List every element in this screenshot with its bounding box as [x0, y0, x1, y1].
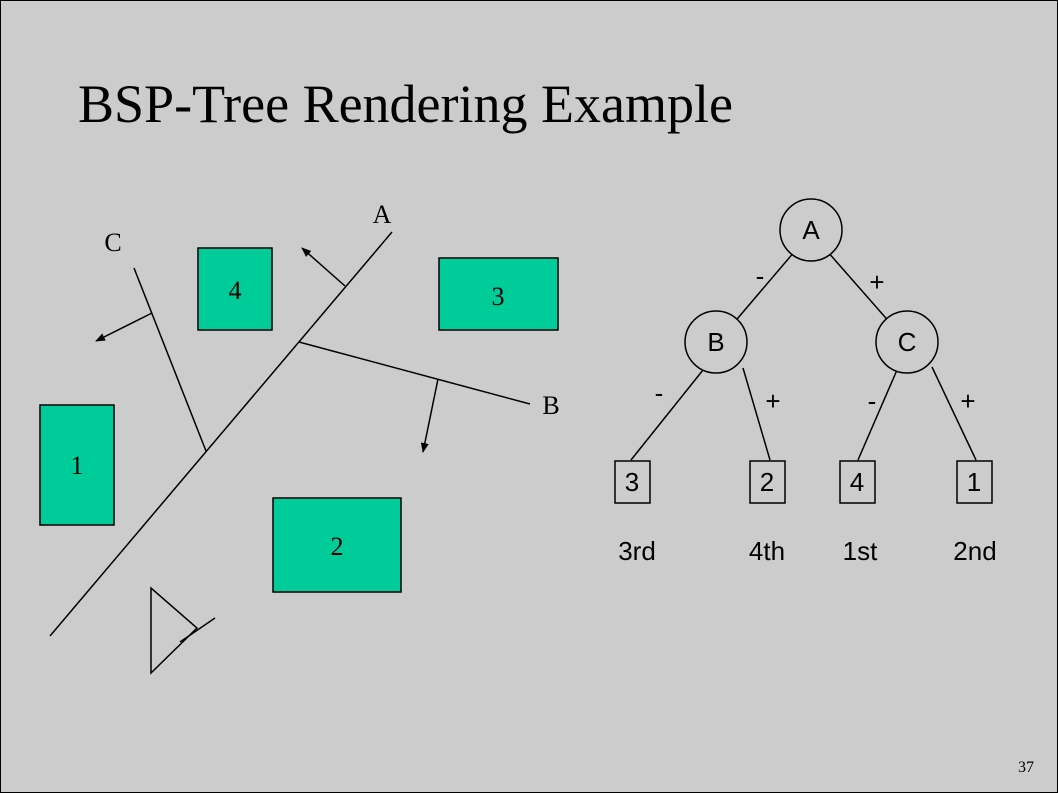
- line-b-label: B: [542, 391, 559, 420]
- tree-node-a-label: A: [802, 215, 820, 245]
- slide-title: BSP-Tree Rendering Example: [78, 74, 733, 134]
- region-1-box: [39, 404, 115, 526]
- sign-b-leaf3: -: [655, 378, 664, 408]
- edge-a-c: [826, 250, 893, 326]
- region-3-box: [438, 257, 559, 331]
- sign-c-leaf4: -: [868, 386, 877, 416]
- edge-c-leaf4: [857, 369, 898, 461]
- partition-line-b: [298, 341, 531, 405]
- tree-node-c-label: C: [898, 327, 917, 357]
- partition-line-a: [49, 231, 393, 637]
- sign-a-b: -: [756, 261, 765, 291]
- region-4-box: [197, 247, 273, 331]
- page-number: 37: [1018, 759, 1034, 776]
- edge-a-b: [731, 250, 796, 326]
- region-4-label: 4: [229, 276, 242, 305]
- tree-leaf-4: [839, 460, 876, 504]
- tree-node-b: [684, 310, 748, 374]
- tree-leaf-4-label: 4: [850, 467, 864, 497]
- edge-b-leaf2: [742, 367, 771, 461]
- render-order-1st: 1st: [843, 536, 878, 566]
- edge-c-leaf1: [931, 366, 977, 461]
- line-a-label: A: [373, 200, 392, 229]
- tree-node-a: [779, 198, 843, 262]
- normal-arrow-b: [420, 378, 439, 453]
- render-order-3rd: 3rd: [618, 536, 656, 566]
- render-order-4th: 4th: [749, 536, 785, 566]
- render-order-2nd: 2nd: [953, 536, 996, 566]
- tree-leaf-1: [956, 460, 993, 504]
- region-2-label: 2: [331, 532, 344, 561]
- partition-line-c: [133, 267, 207, 452]
- region-2-box: [272, 497, 402, 593]
- region-1-label: 1: [71, 451, 84, 480]
- scene-diagram: 4 3 1 2 A C B: [39, 200, 560, 675]
- edge-b-leaf3: [630, 369, 704, 461]
- tree-node-b-label: B: [707, 327, 724, 357]
- sign-a-c: +: [869, 267, 884, 297]
- line-c-label: C: [104, 228, 121, 257]
- tree-leaf-3-label: 3: [625, 467, 639, 497]
- tree-node-c: [875, 310, 939, 374]
- tree-leaf-1-label: 1: [967, 467, 981, 497]
- tree-leaf-3: [614, 460, 651, 504]
- sign-c-leaf1: +: [960, 386, 975, 416]
- sign-b-leaf2: +: [765, 386, 780, 416]
- tree-leaf-2: [749, 460, 786, 504]
- bsp-tree: A B C - + - + - + 3 2 4 1 3rd 4th 1st 2n…: [614, 198, 997, 566]
- tree-leaf-2-label: 2: [760, 467, 774, 497]
- region-3-label: 3: [492, 282, 505, 311]
- viewer-direction: [179, 617, 216, 643]
- normal-arrow-c: [95, 312, 153, 342]
- viewer-icon: [150, 586, 199, 675]
- normal-arrow-a: [301, 247, 346, 287]
